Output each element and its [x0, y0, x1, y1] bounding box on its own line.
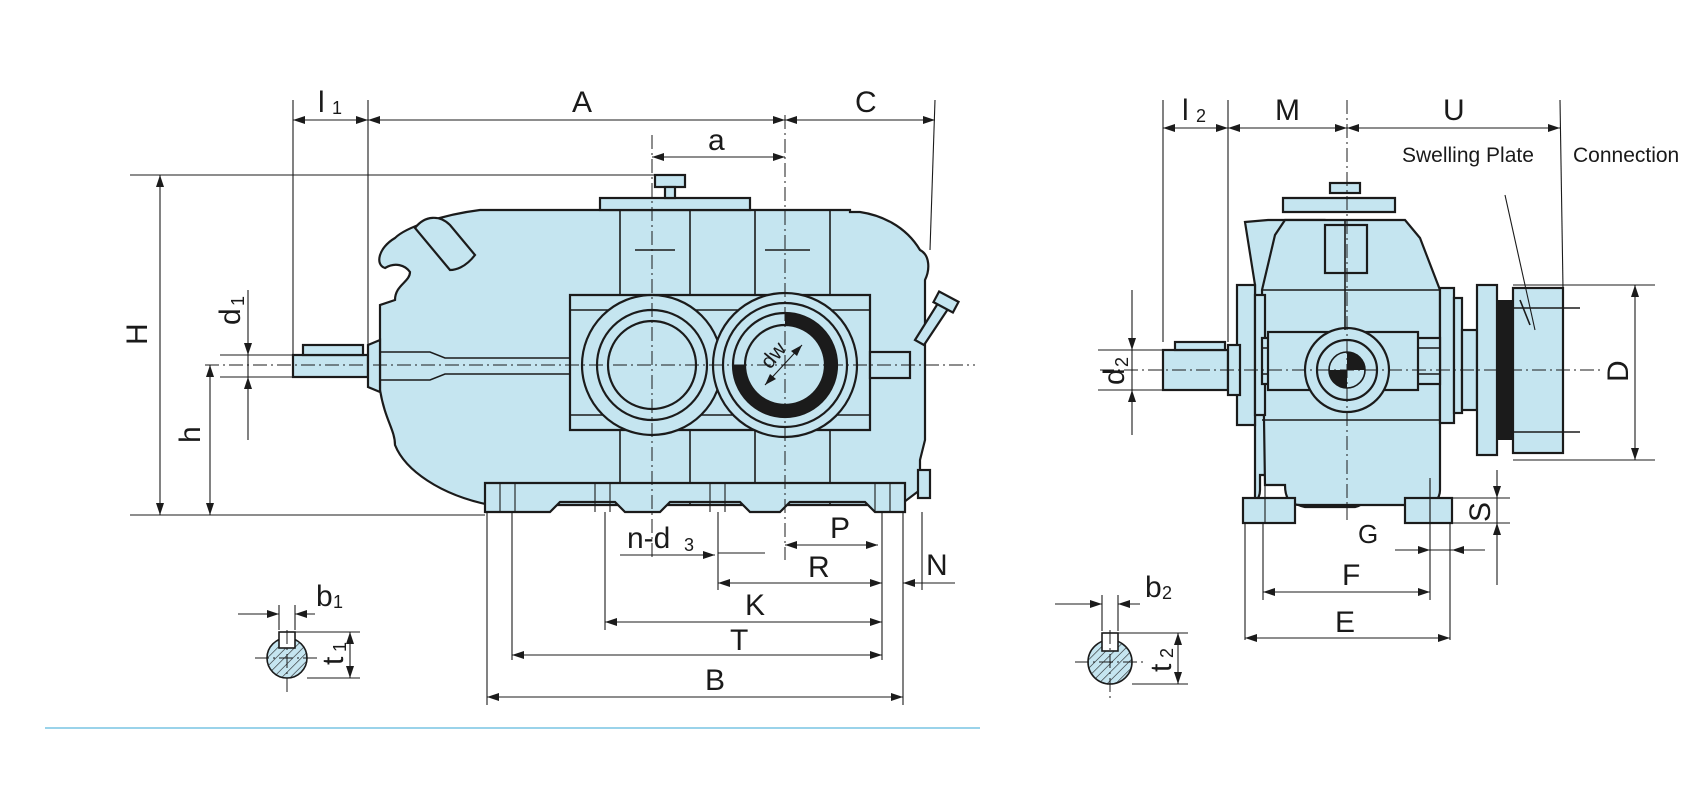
right-foot [1403, 496, 1454, 525]
label-S: S [1464, 502, 1497, 522]
drain-plug [916, 468, 932, 500]
label-l1-sub: 1 [332, 98, 342, 118]
label-t2-sub: 2 [1157, 648, 1177, 658]
disc-detail [1519, 299, 1531, 326]
label-a: a [708, 124, 725, 157]
label-n-d3: n-d [627, 522, 670, 555]
input-shaft-key [301, 343, 365, 357]
shrink-disc-ring [1497, 300, 1513, 440]
breather-stem [663, 185, 677, 200]
label-G: G [1358, 519, 1378, 549]
arrow [791, 345, 802, 356]
note-leader [1504, 194, 1536, 331]
end-breather [1328, 181, 1362, 195]
label-U: U [1443, 94, 1465, 127]
label-b1-sub: 1 [333, 592, 343, 612]
note-bg [1398, 140, 1548, 182]
keyway-detail-1: b 1 t 1 [238, 580, 360, 692]
hub-quadrant [1329, 370, 1347, 388]
label-h: h [174, 426, 207, 443]
label-A: A [572, 86, 592, 119]
label-D: D [1602, 360, 1635, 382]
note-swelling-plate: Swelling Plate [1402, 144, 1534, 167]
label-l1: l [318, 86, 325, 119]
label-d1-sub: 1 [228, 296, 248, 306]
vertical-bolt [1323, 223, 1369, 275]
label-F: F [1342, 559, 1360, 592]
ext-line [1559, 99, 1564, 289]
label-H: H [121, 323, 154, 345]
end-input-key [1173, 340, 1227, 352]
keyway-detail-2: b 2 t 2 [1055, 571, 1188, 700]
label-l2: l [1182, 94, 1189, 127]
right-flange-inner [1452, 296, 1464, 415]
label-n-d3-sub: 3 [684, 535, 694, 555]
label-b1: b [316, 580, 333, 613]
base-plate [483, 481, 907, 514]
input-shaft-core [380, 351, 570, 381]
label-b2-sub: 2 [1162, 583, 1172, 603]
side-view: l 1 A C a H h d 1 dw [121, 86, 975, 705]
right-flange [1438, 286, 1456, 425]
label-E: E [1335, 606, 1355, 639]
dipstick-cap [931, 290, 961, 314]
label-b2: b [1145, 571, 1162, 604]
left-foot [1241, 496, 1297, 525]
lifting-lug [413, 216, 477, 272]
input-shaft [291, 353, 370, 379]
label-C: C [855, 86, 877, 119]
label-d2-sub: 2 [1112, 357, 1132, 367]
label-K: K [745, 589, 765, 622]
label-t2: t [1145, 663, 1178, 672]
label-R: R [808, 551, 830, 584]
label-d2: d [1098, 368, 1131, 385]
note-connection: Connection [1573, 144, 1679, 167]
label-T: T [730, 624, 748, 657]
end-cover [1281, 196, 1397, 214]
input-seal [366, 338, 382, 394]
label-t1-sub: 1 [330, 642, 350, 652]
ext-line [929, 99, 936, 251]
label-t1: t [317, 656, 350, 665]
label-M: M [1275, 94, 1300, 127]
inspection-cover [598, 196, 752, 212]
label-P: P [830, 512, 850, 545]
end-view: l 2 M U Swelling Plate Connection D d 2 [1055, 94, 1679, 700]
hub-quadrant [1347, 352, 1365, 370]
label-d1: d [214, 308, 247, 325]
arrow [765, 374, 776, 385]
label-N: N [926, 549, 948, 582]
label-B: B [705, 664, 725, 697]
label-l2-sub: 2 [1196, 106, 1206, 126]
breather-cap [653, 173, 687, 189]
